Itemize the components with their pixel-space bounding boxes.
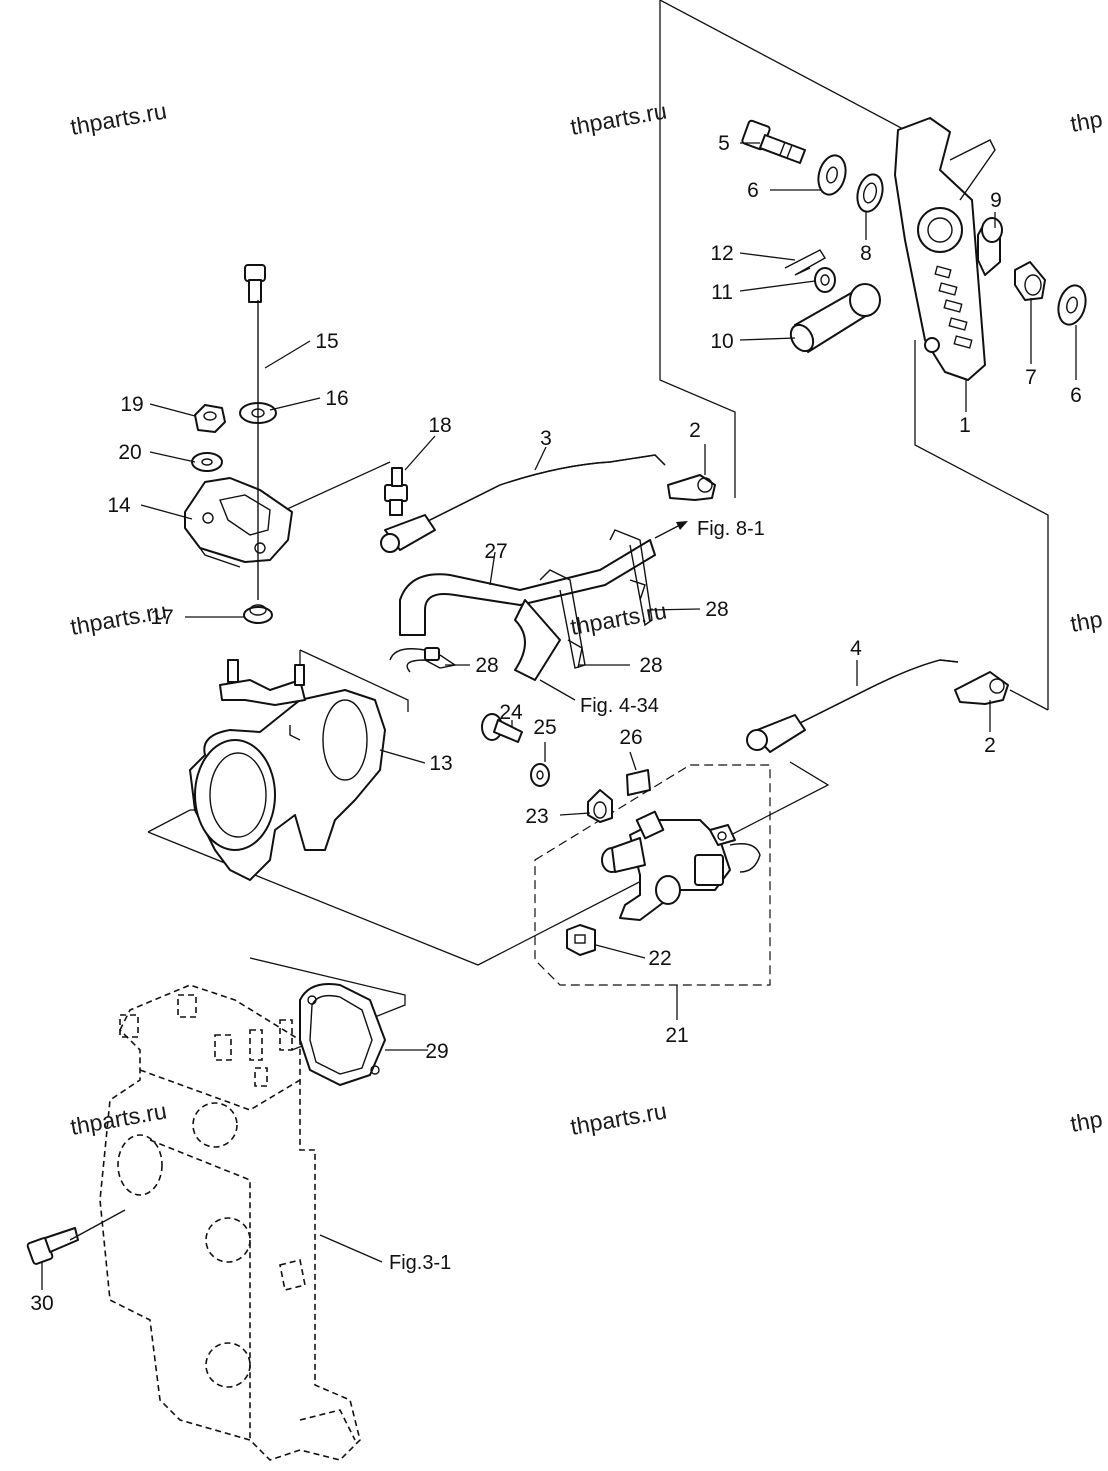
figure-ref-3-1: Fig.3-1 [389, 1252, 451, 1274]
part-label-19: 19 [120, 393, 143, 416]
watermark: thp [1068, 1106, 1104, 1137]
part-label-2-upper: 2 [689, 419, 701, 442]
plate-part-26 [626, 769, 651, 796]
part-label-6-upper: 6 [747, 179, 759, 202]
joint-part-2-upper [667, 474, 716, 501]
part-label-20: 20 [118, 441, 141, 464]
collar-part-7 [1014, 261, 1046, 301]
part-label-15: 15 [315, 330, 338, 353]
part-label-22: 22 [648, 947, 671, 970]
figure-references: Fig. 8-1 Fig. 4-34 Fig.3-1 [389, 518, 765, 1274]
assembly-outline-upper-top [659, 0, 906, 131]
part-number-labels: 1 2 2 3 4 5 6 6 7 8 9 10 11 12 13 14 15 … [30, 132, 1082, 1315]
part-label-8: 8 [860, 242, 872, 265]
part-label-24: 24 [499, 701, 523, 724]
part-label-28-left: 28 [475, 654, 498, 677]
part-label-23: 23 [525, 805, 548, 828]
block-part-22 [566, 924, 596, 956]
washer-part-6-upper [817, 154, 847, 196]
figure-ref-8-1: Fig. 8-1 [697, 518, 765, 540]
arrow-fig-8-1 [676, 521, 688, 530]
spacer-part-23 [587, 789, 613, 823]
part-label-17: 17 [150, 606, 173, 629]
part-label-12: 12 [710, 242, 733, 265]
bushing-part-8 [856, 173, 884, 213]
washer-part-20 [191, 452, 223, 472]
gasket-part-29 [299, 983, 386, 1086]
part-label-7: 7 [1025, 366, 1037, 389]
joint-part-2-lower [954, 671, 1009, 705]
nut-part-19 [194, 404, 226, 433]
part-label-2-lower: 2 [984, 734, 996, 757]
lever-part-1 [894, 117, 996, 381]
part-label-28-right: 28 [639, 654, 662, 677]
part-label-4: 4 [850, 637, 862, 660]
part-label-27: 27 [484, 540, 507, 563]
bolt-part-15 [244, 264, 266, 303]
linkage-assembly-part-21 [601, 810, 761, 921]
assembly-21-outline [534, 764, 771, 986]
engine-block-fig-3-1 [99, 984, 361, 1461]
clamp-part-28-middle [539, 569, 586, 669]
hose-part-27 [399, 539, 656, 681]
watermark: thparts.ru [568, 97, 668, 139]
watermark: thparts.ru [568, 1097, 668, 1139]
part-label-30: 30 [30, 1292, 53, 1315]
assembly-outline-upper-left [659, 0, 736, 498]
bolt-part-30 [26, 1227, 79, 1265]
part-label-13: 13 [429, 752, 452, 775]
rod-part-3 [380, 454, 666, 553]
part-label-11: 11 [711, 281, 733, 304]
figure-ref-4-34: Fig. 4-34 [580, 695, 659, 717]
clamp-part-28-upper [609, 529, 653, 627]
part-label-26: 26 [619, 726, 642, 749]
rod-end-part-10 [789, 283, 881, 353]
watermark: thp [1068, 106, 1104, 137]
bolt-part-5 [741, 119, 806, 164]
washer-part-25 [530, 763, 550, 787]
part-label-5: 5 [718, 132, 730, 155]
part-label-10: 10 [710, 330, 733, 353]
assembly-outline-right [914, 340, 1049, 710]
part-label-16: 16 [325, 387, 348, 410]
spacer-part-9 [977, 217, 1003, 276]
washer-part-6-right [1057, 284, 1087, 326]
watermark: thp [1068, 606, 1104, 637]
screw-part-24 [481, 713, 523, 743]
part-label-6-right: 6 [1070, 384, 1082, 407]
leader-lines [41, 142, 1077, 1290]
watermark: thparts.ru [568, 597, 668, 639]
part-label-9: 9 [990, 189, 1002, 212]
throttle-body-part-13 [189, 659, 386, 881]
part-label-25: 25 [533, 716, 556, 739]
part-label-3: 3 [540, 427, 552, 450]
clamp-part-28-lower [389, 647, 457, 673]
assembly-outline-right-end [1009, 689, 1049, 711]
stud-part-18 [384, 467, 408, 516]
part-label-29: 29 [425, 1040, 448, 1063]
watermark: thparts.ru [68, 1097, 168, 1139]
part-label-14: 14 [107, 494, 131, 517]
rod-part-4 [746, 659, 959, 753]
part-label-1: 1 [959, 414, 971, 437]
part-label-21: 21 [665, 1024, 688, 1047]
part-label-18: 18 [428, 414, 451, 437]
part-label-28-upper: 28 [705, 598, 728, 621]
watermark: thparts.ru [68, 97, 168, 139]
grommet-part-17 [243, 604, 273, 624]
bracket-part-14 [184, 477, 293, 568]
throttle-link-line-c [299, 649, 409, 712]
clip-part-12 [784, 249, 826, 276]
washer-part-11 [814, 267, 836, 293]
bracket-link-line [284, 461, 391, 511]
